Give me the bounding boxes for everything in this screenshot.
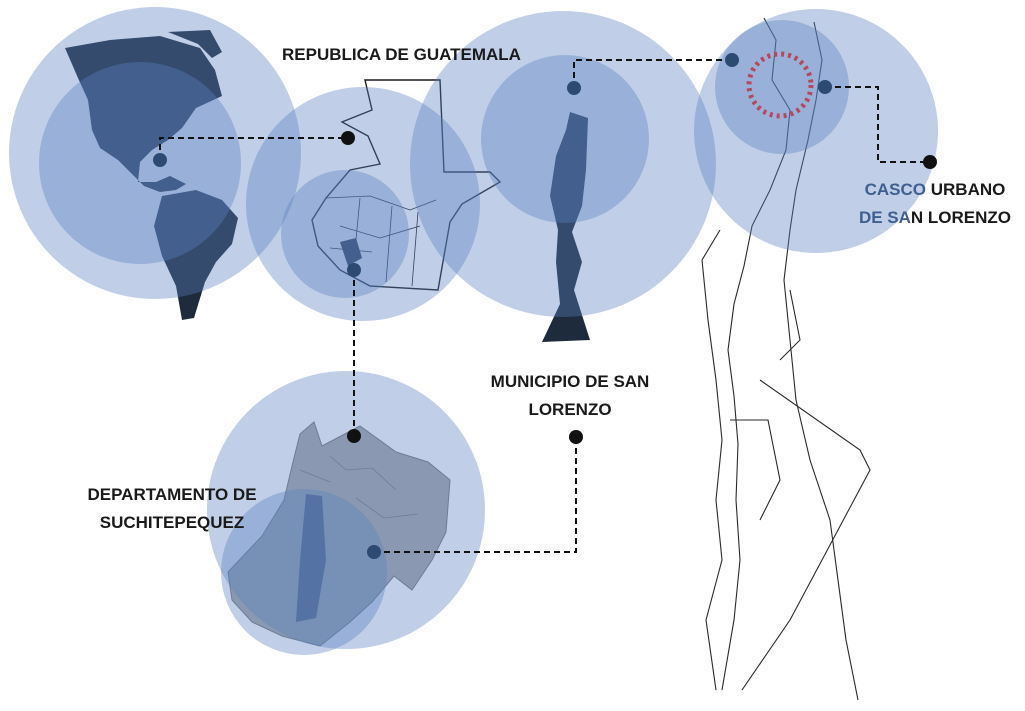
guatemala-map xyxy=(311,79,502,291)
marker-americas xyxy=(153,153,167,167)
label-municipio-line1: MUNICIPIO DE SAN xyxy=(490,372,650,391)
casco-urbano-map xyxy=(701,17,871,701)
municipio-map xyxy=(542,112,590,342)
label-municipio: MUNICIPIO DE SAN LORENZO xyxy=(472,368,668,424)
label-casco-line2-highlight: DE SA xyxy=(858,208,911,227)
label-municipio-line2: LORENZO xyxy=(528,400,612,419)
location-markers xyxy=(153,53,937,559)
marker-departamento xyxy=(347,429,361,443)
casco-highlight-ring xyxy=(746,51,814,119)
circle-casco-inner xyxy=(715,20,849,154)
suchitepequez-map xyxy=(227,421,451,647)
marker-casco-top xyxy=(725,53,739,67)
circle-municipio-inner xyxy=(481,55,649,223)
circle-americas-inner xyxy=(39,62,241,264)
americas-map xyxy=(65,30,238,320)
label-casco-line2-rest: N LORENZO xyxy=(910,208,1012,227)
label-casco-line2: DE SAN LORENZO xyxy=(846,204,1024,232)
label-departamento-line1: DEPARTAMENTO DE xyxy=(87,485,257,504)
marker-guatemala-depto xyxy=(347,263,361,277)
label-departamento-line2: SUCHITEPEQUEZ xyxy=(99,513,245,532)
marker-guatemala xyxy=(341,131,355,145)
circle-guatemala-inner xyxy=(281,170,409,298)
marker-casco-label xyxy=(923,155,937,169)
circle-departamento-inner xyxy=(221,489,387,655)
connector-lines xyxy=(159,59,930,553)
marker-suchi-center xyxy=(367,545,381,559)
label-departamento: DEPARTAMENTO DE SUCHITEPEQUEZ xyxy=(56,481,288,537)
label-guatemala: REPUBLICA DE GUATEMALA xyxy=(282,45,521,64)
label-casco-line1-rest: URBANO xyxy=(926,180,1006,199)
label-casco-line1-highlight: CASCO xyxy=(864,180,927,199)
circle-departamento-outer xyxy=(207,371,485,649)
marker-municipio xyxy=(567,81,581,95)
circle-municipio-outer xyxy=(410,11,716,317)
label-casco-urbano: CASCO URBANO DE SAN LORENZO xyxy=(846,176,1024,232)
circle-americas-outer xyxy=(9,7,301,299)
label-casco-line1: CASCO URBANO xyxy=(846,176,1024,204)
marker-casco-center xyxy=(818,80,832,94)
marker-municipio-label xyxy=(569,430,583,444)
circle-guatemala-outer xyxy=(246,87,480,321)
zoom-circles xyxy=(9,7,938,655)
